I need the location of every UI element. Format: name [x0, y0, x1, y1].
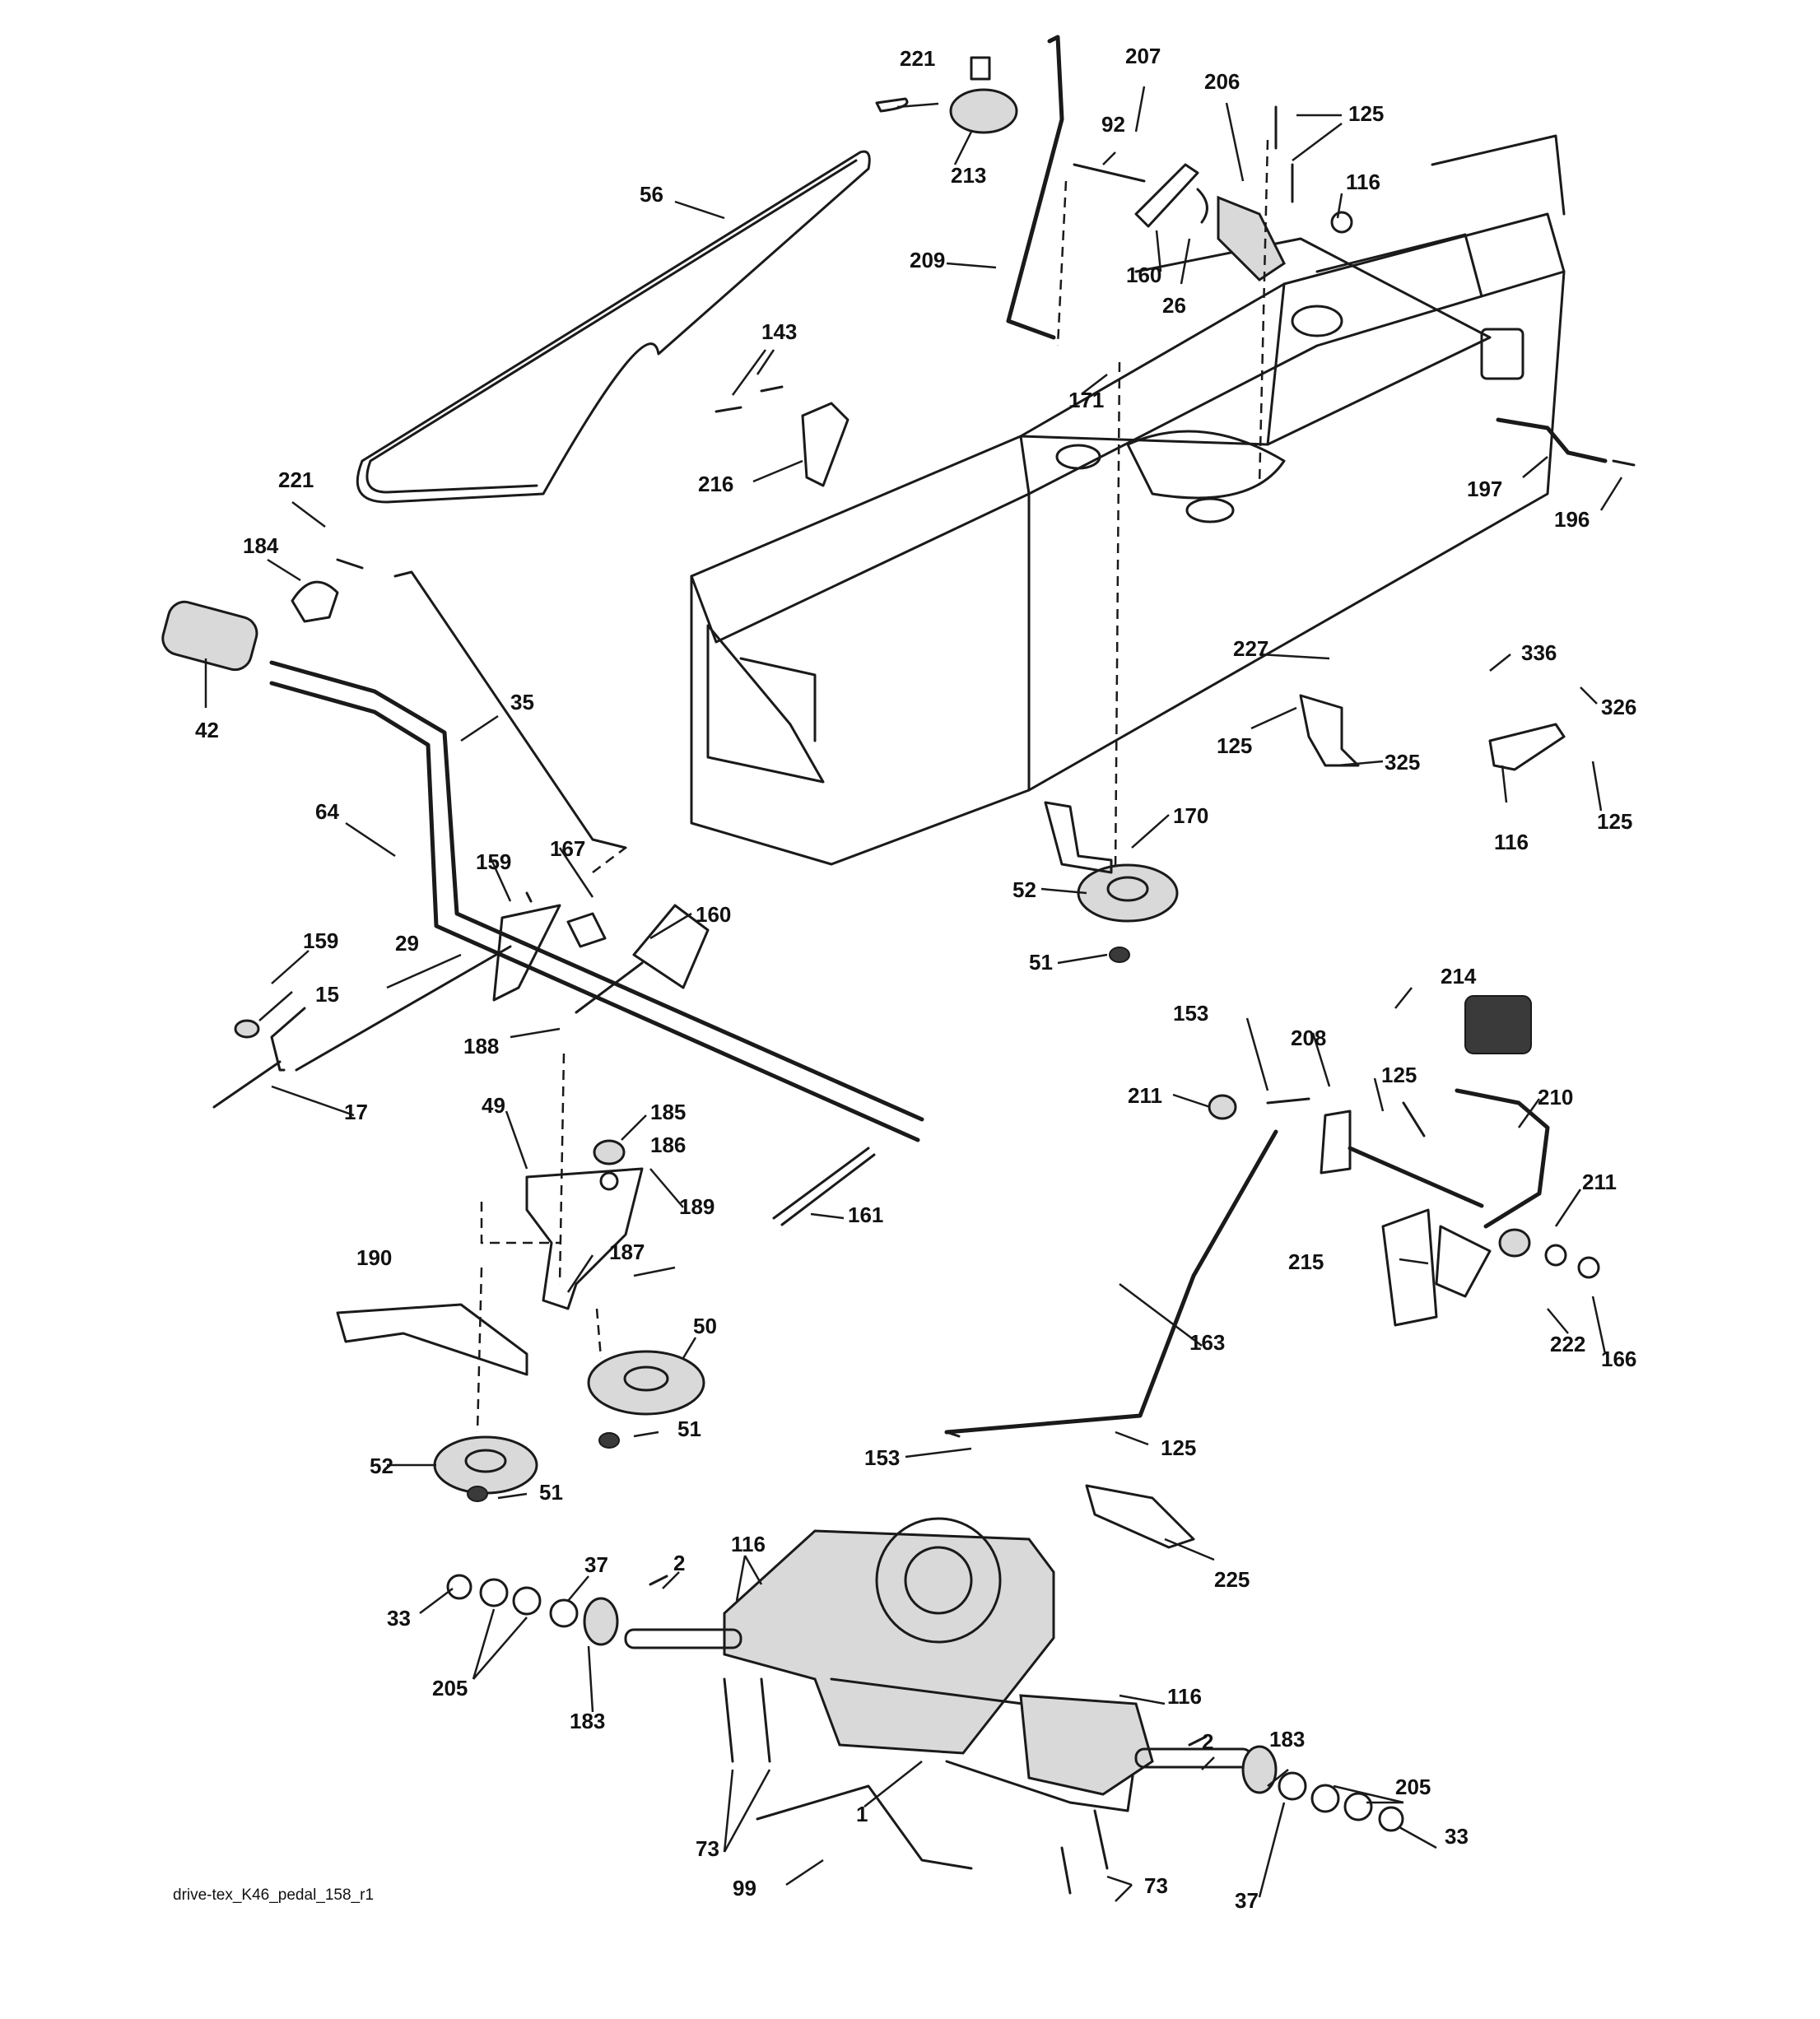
callout: 2: [673, 1551, 685, 1575]
callout: 205: [432, 1676, 468, 1700]
callout: 211: [1582, 1170, 1617, 1194]
callout: 163: [1189, 1330, 1225, 1355]
transaxle: [583, 1517, 1278, 1812]
callout-labels: 221 213 207 92 206 125 116 56 209 160 26…: [195, 44, 1636, 1913]
drive-belt: [356, 150, 871, 504]
callout: 183: [570, 1709, 605, 1733]
callout: 2: [1202, 1729, 1213, 1754]
callout: 184: [243, 533, 279, 558]
callout: 213: [951, 163, 986, 188]
callout: 42: [195, 718, 219, 742]
callout: 222: [1550, 1332, 1585, 1356]
callout: 326: [1601, 695, 1636, 719]
callout: 210: [1538, 1085, 1573, 1110]
idler-bracket: [525, 1139, 876, 1310]
leader-lines: [204, 86, 1623, 1902]
callout: 1: [856, 1802, 868, 1826]
callout: 216: [698, 472, 733, 496]
callout: 73: [1144, 1873, 1168, 1898]
callout: 161: [848, 1203, 883, 1227]
callout: 186: [650, 1133, 686, 1157]
callout: 187: [609, 1240, 645, 1264]
callout: 215: [1288, 1249, 1324, 1274]
callout: 33: [1445, 1824, 1469, 1849]
callout: 336: [1521, 640, 1557, 665]
plates: [336, 1303, 1195, 1549]
callout: 209: [910, 248, 945, 272]
callout: 167: [550, 836, 585, 861]
callout: 99: [733, 1876, 756, 1900]
callout: 221: [278, 468, 314, 492]
shift-rod: [875, 35, 1064, 340]
chassis-frame: [690, 134, 1566, 866]
callout: 211: [1128, 1083, 1162, 1108]
assembly-lines: [476, 139, 1269, 1433]
rod-197: [1496, 417, 1636, 467]
callout: 190: [356, 1245, 392, 1270]
pulleys: [433, 863, 1179, 1502]
callout: 183: [1269, 1727, 1305, 1752]
callout: 51: [539, 1480, 563, 1505]
callout: 188: [463, 1034, 499, 1058]
callout: 159: [303, 928, 338, 953]
callout: 185: [650, 1100, 686, 1124]
callout: 153: [1173, 1001, 1208, 1026]
callout: 92: [1101, 112, 1125, 137]
brackets-right: [1044, 694, 1566, 874]
bracket-216: [715, 385, 849, 487]
callout: 116: [731, 1532, 766, 1556]
callout: 17: [344, 1100, 368, 1124]
callout: 170: [1173, 803, 1208, 828]
callout: 166: [1601, 1347, 1636, 1371]
callout: 221: [900, 46, 935, 71]
callout: 56: [640, 182, 663, 207]
callout: 225: [1214, 1567, 1250, 1592]
callout: 37: [1235, 1888, 1259, 1913]
callout: 35: [510, 690, 534, 714]
callout: 207: [1125, 44, 1161, 68]
callout: 206: [1204, 69, 1240, 94]
callout: 33: [387, 1606, 411, 1631]
callout: 29: [395, 931, 419, 956]
callout: 37: [584, 1552, 608, 1577]
callout: 153: [864, 1445, 900, 1470]
callout: 125: [1348, 101, 1384, 126]
callout: 171: [1068, 388, 1104, 412]
shift-bracket: [1073, 105, 1353, 281]
callout: 49: [482, 1093, 505, 1118]
callout: 125: [1217, 733, 1252, 758]
callout: 52: [370, 1454, 393, 1478]
callout: 125: [1161, 1435, 1196, 1460]
callout: 116: [1346, 170, 1380, 194]
callout: 160: [696, 902, 731, 927]
callout: 196: [1554, 507, 1590, 532]
callout: 189: [679, 1194, 715, 1219]
callout: 50: [693, 1314, 717, 1338]
callout: 325: [1385, 750, 1420, 775]
callout: 52: [1012, 877, 1036, 902]
callout: 26: [1162, 293, 1186, 318]
callout: 116: [1167, 1684, 1202, 1709]
callout: 51: [677, 1417, 701, 1441]
callout: 197: [1467, 477, 1502, 501]
washers: [446, 1574, 1404, 1895]
callout: 160: [1126, 263, 1161, 287]
figure-name: drive-tex_K46_pedal_158_r1: [173, 1886, 374, 1904]
callout: 208: [1291, 1026, 1326, 1050]
callout: 227: [1233, 636, 1268, 661]
pedal-shaft-assembly: [161, 558, 924, 1142]
brake-pedal-assembly: [944, 995, 1600, 1438]
callout: 205: [1395, 1775, 1431, 1799]
callout: 143: [761, 319, 797, 344]
callout: 51: [1029, 950, 1053, 975]
callout: 15: [315, 982, 339, 1007]
callout: 214: [1441, 964, 1477, 989]
callout: 125: [1381, 1063, 1417, 1087]
callout: 116: [1494, 830, 1529, 854]
callout: 64: [315, 799, 339, 824]
callout: 125: [1597, 809, 1632, 834]
callout: 159: [476, 849, 511, 874]
callout: 73: [696, 1836, 719, 1861]
